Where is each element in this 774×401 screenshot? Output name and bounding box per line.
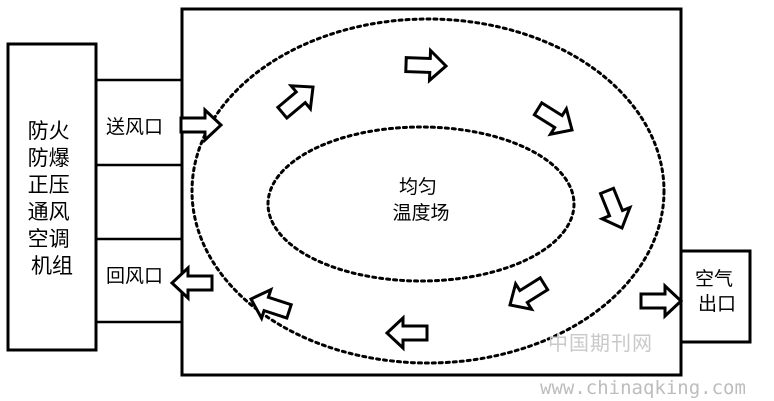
ac-unit-label-line-4: 通风: [28, 200, 70, 224]
ac-unit-box: [6, 42, 98, 352]
center-label-line-1: 均匀: [399, 176, 437, 198]
outer-airflow-ellipse: [190, 17, 666, 365]
air-outlet-label-line-1: 空气: [695, 268, 733, 290]
ac-unit-label-line-5: 空调: [28, 227, 70, 251]
watermark-site-name: 中国期刊网: [548, 331, 653, 355]
air-outlet-box: [679, 249, 752, 344]
ac-unit-label-line-6: 机组: [31, 254, 73, 278]
duct-lines: [96, 78, 182, 324]
air-outlet-label: 空气 出口: [695, 268, 739, 315]
inner-airflow-ellipse: [266, 125, 576, 283]
return-outlet-label: 回风口: [106, 265, 163, 287]
ac-unit-label-line-3: 正压: [28, 173, 70, 197]
air-outlet-label-line-2: 出口: [698, 293, 736, 315]
ac-unit-label-line-1: 防火: [28, 119, 70, 143]
ac-unit-label-line-2: 防爆: [28, 146, 70, 170]
ac-unit-label: 防火 防爆 正压 通风 空调 机组: [28, 119, 77, 278]
center-label-line-2: 温度场: [392, 202, 449, 224]
supply-outlet-label: 送风口: [106, 116, 163, 138]
watermark-url: www.chinaqking.com: [540, 377, 746, 399]
uniform-temperature-field-label: 均匀 温度场: [392, 176, 449, 224]
